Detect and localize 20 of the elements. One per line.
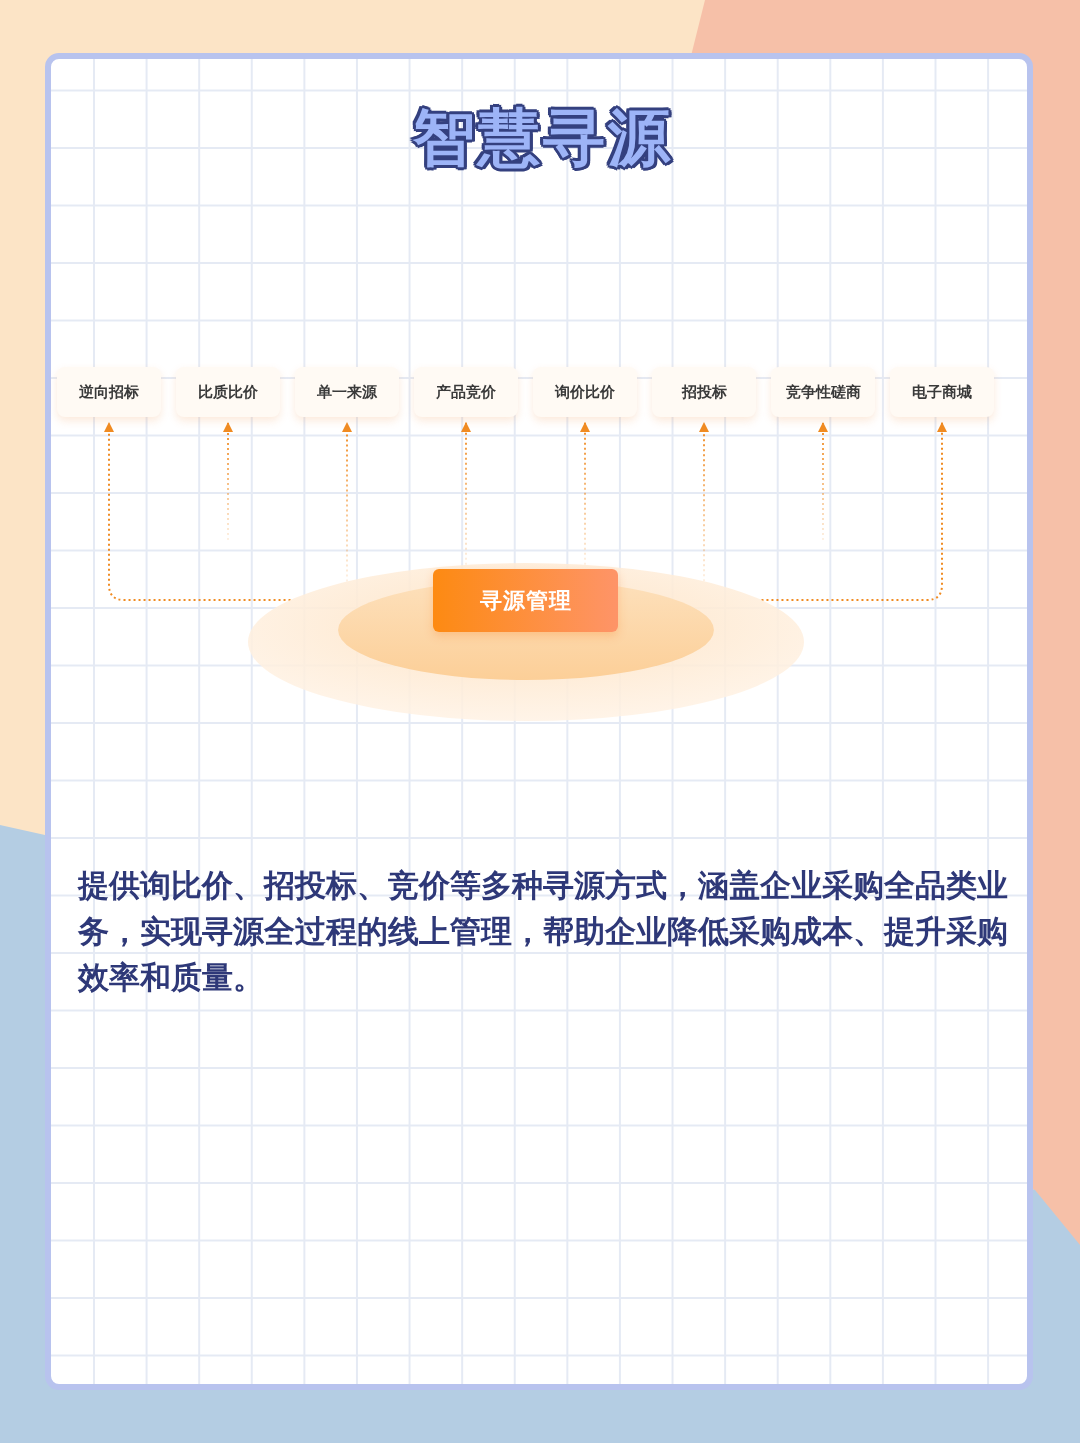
option-card: 电子商城 <box>890 367 994 417</box>
option-card: 比质比价 <box>176 367 280 417</box>
arrow <box>223 421 233 541</box>
description-text: 提供询比价、招投标、竞价等多种寻源方式，涵盖企业采购全品类业务，实现寻源全过程的线上管理，帮助企业降低采购成本、提升采购效率和质量。 <box>78 867 1009 996</box>
arrow <box>699 421 709 583</box>
platform-ellipse <box>248 563 804 721</box>
arrow <box>104 421 292 601</box>
option-card: 逆向招标 <box>57 367 161 417</box>
arrow <box>580 421 590 566</box>
hub-box: 寻源管理 <box>433 569 618 632</box>
arrow <box>760 421 947 601</box>
arrow <box>461 421 471 566</box>
option-card: 产品竞价 <box>414 367 518 417</box>
option-card: 招投标 <box>652 367 756 417</box>
option-card: 竞争性磋商 <box>771 367 875 417</box>
arrow <box>342 421 352 583</box>
option-card: 询价比价 <box>533 367 637 417</box>
option-card: 单一来源 <box>295 367 399 417</box>
title: 智慧寻源 <box>412 102 674 174</box>
arrow <box>818 421 828 541</box>
